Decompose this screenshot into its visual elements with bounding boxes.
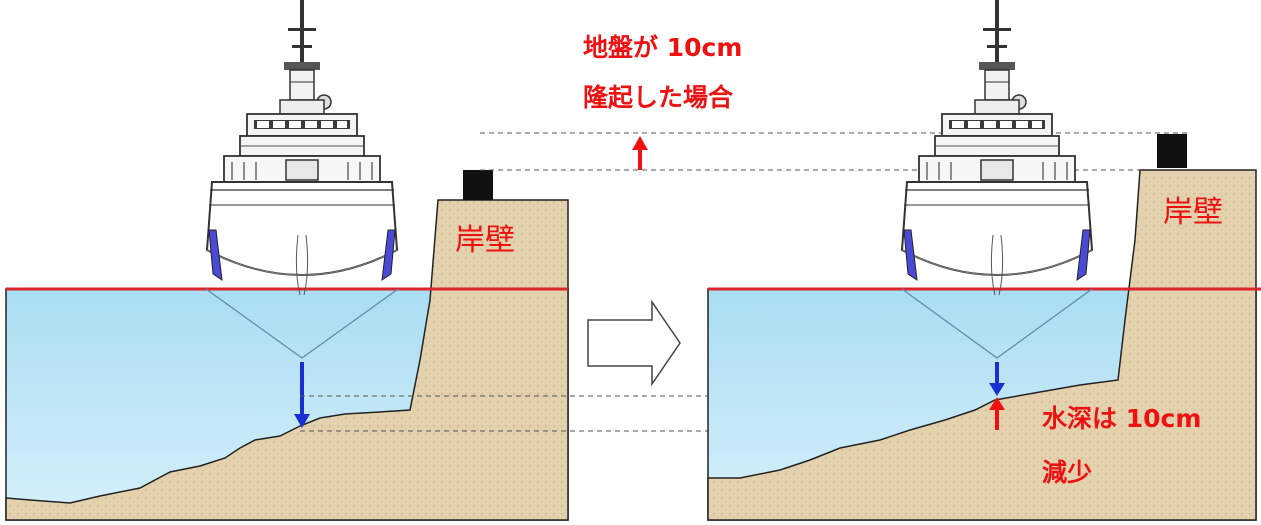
- right-panel: [707, 0, 1261, 521]
- quay-wall-label-left: 岸壁: [455, 223, 515, 258]
- transition-arrow: [587, 299, 681, 387]
- depth-label-line1: 水深は 10cm: [1042, 404, 1202, 433]
- uplift-label-line2: 隆起した場合: [583, 83, 734, 112]
- right-ship: [901, 0, 1093, 296]
- uplift-arrowhead: [632, 136, 648, 150]
- quay-wall-label-right: 岸壁: [1163, 195, 1223, 230]
- left-ship: [206, 0, 398, 296]
- uplift-label-line1: 地盤が 10cm: [583, 33, 743, 62]
- left-panel: [5, 0, 569, 521]
- right-hull-guide: [901, 288, 1093, 359]
- right-rise-arrowhead: [989, 397, 1005, 410]
- left-bollard: [463, 170, 493, 200]
- right-bollard: [1157, 134, 1187, 168]
- depth-label-line2: 減少: [1042, 458, 1093, 487]
- left-depth-arrowhead: [294, 414, 310, 428]
- right-seabed: [707, 169, 1257, 521]
- left-hull-guide: [205, 288, 399, 359]
- right-depth-arrowhead: [989, 383, 1005, 396]
